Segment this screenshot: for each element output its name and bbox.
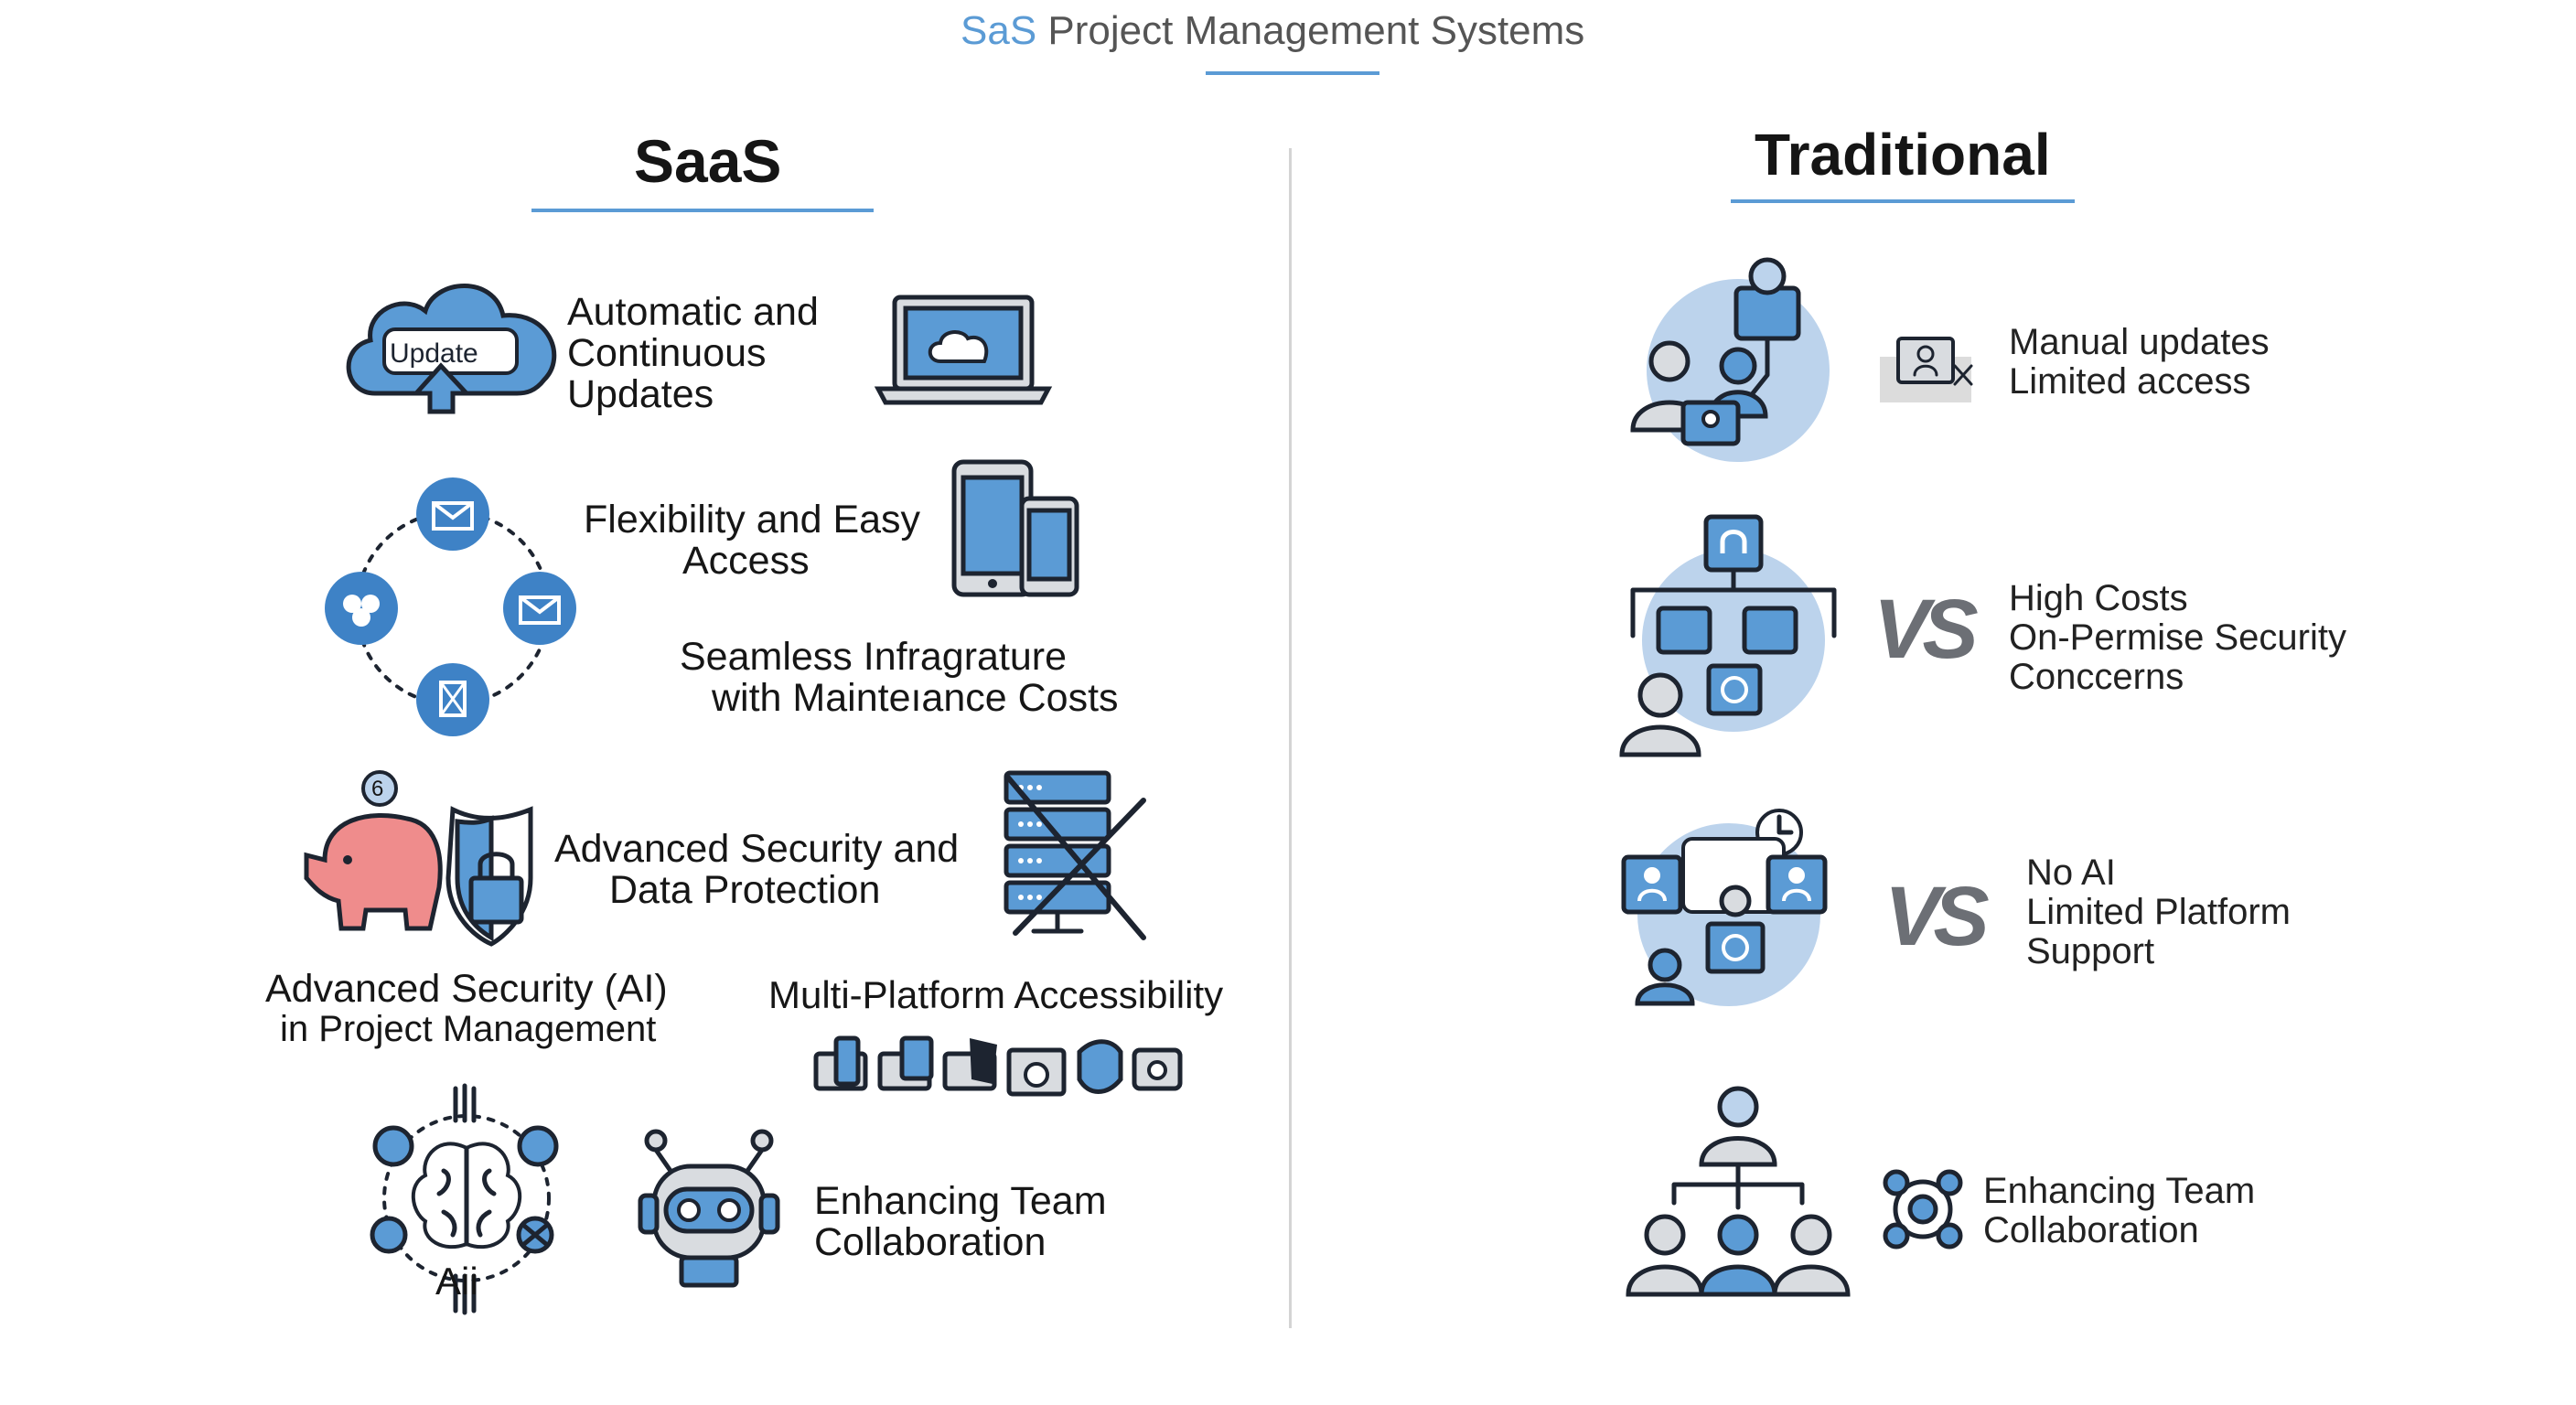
page-title-rest: Project Management Systems <box>1036 8 1585 53</box>
team-hierarchy-illustration <box>1626 1086 1851 1297</box>
feature-flex-line2: Access <box>682 539 810 583</box>
feature-seamless-line1: Seamless Infragrature <box>680 635 1068 679</box>
feature-multi-label: Multi-Platform Accessibility <box>768 973 1224 1016</box>
page-title: SaS Project Management Systems <box>961 8 1585 53</box>
device-row-icons <box>813 1035 1183 1097</box>
robot-icon <box>638 1129 780 1288</box>
feature-ai-line1: Advanced Security (AI) <box>265 967 668 1011</box>
cloud-upload-icon <box>346 284 557 414</box>
trad-row2-line1: High Costs <box>2009 578 2188 618</box>
trad-row4-line2: Collaboration <box>1983 1210 2199 1250</box>
title-underline <box>1206 71 1379 75</box>
saas-heading: SaaS <box>634 127 782 195</box>
manual-users-illustration <box>1630 257 1830 462</box>
feature-flex-line1: Flexibility and Easy <box>584 498 921 542</box>
mobile-devices-icon <box>951 459 1079 597</box>
trad-row4-line1: Enhancing Team <box>1983 1171 2256 1211</box>
trad-row2-line3: Conccerns <box>2009 657 2184 697</box>
ai-brain-icon <box>370 1083 559 1315</box>
trad-row1-line2: Limited access <box>2009 361 2251 402</box>
trad-row3-line1: No AI <box>2026 853 2116 893</box>
laptop-cloud-icon <box>874 295 1053 405</box>
piggy-bank-shield-icon <box>304 770 533 947</box>
cloud-update-tag: Update <box>390 338 478 369</box>
cost-network-illustration <box>1619 514 1837 757</box>
trad-row3-line3: Support <box>2026 931 2155 971</box>
feature-collab-line1: Enhancing Team <box>814 1179 1107 1223</box>
restricted-monitor-icon <box>1880 337 1973 402</box>
feature-updates-line3: Updates <box>567 372 714 416</box>
feature-security-line1: Advanced Security and <box>554 827 960 871</box>
ai-tag: Aii <box>435 1260 478 1303</box>
vs-label-row3: VS <box>1884 870 1990 963</box>
access-network-icon <box>325 477 576 736</box>
collaboration-network-icon <box>1883 1169 1963 1249</box>
column-divider <box>1289 148 1292 1328</box>
trad-row1-line1: Manual updates <box>2009 322 2270 362</box>
feature-seamless-line2: with Mainteıance Costs <box>712 676 1119 720</box>
page-title-prefix: SaS <box>961 8 1037 53</box>
feature-collab-line2: Collaboration <box>814 1220 1046 1264</box>
vs-label-row2: VS <box>1873 583 1979 676</box>
trad-row2-line2: On-Permise Security <box>2009 617 2346 658</box>
feature-security-line2: Data Protection <box>609 868 881 912</box>
server-crossed-icon <box>1004 770 1146 940</box>
trad-row3-line2: Limited Platform <box>2026 892 2291 932</box>
feature-ai-line2: in Project Management <box>280 1009 657 1049</box>
feature-updates-line2: Continuous <box>567 331 767 375</box>
no-ai-illustration <box>1621 809 1828 1006</box>
traditional-heading: Traditional <box>1755 122 2051 188</box>
coin-tag: 6 <box>371 777 384 801</box>
saas-heading-underline <box>531 209 874 212</box>
traditional-heading-underline <box>1731 199 2075 203</box>
feature-updates-line1: Automatic and <box>567 290 819 334</box>
